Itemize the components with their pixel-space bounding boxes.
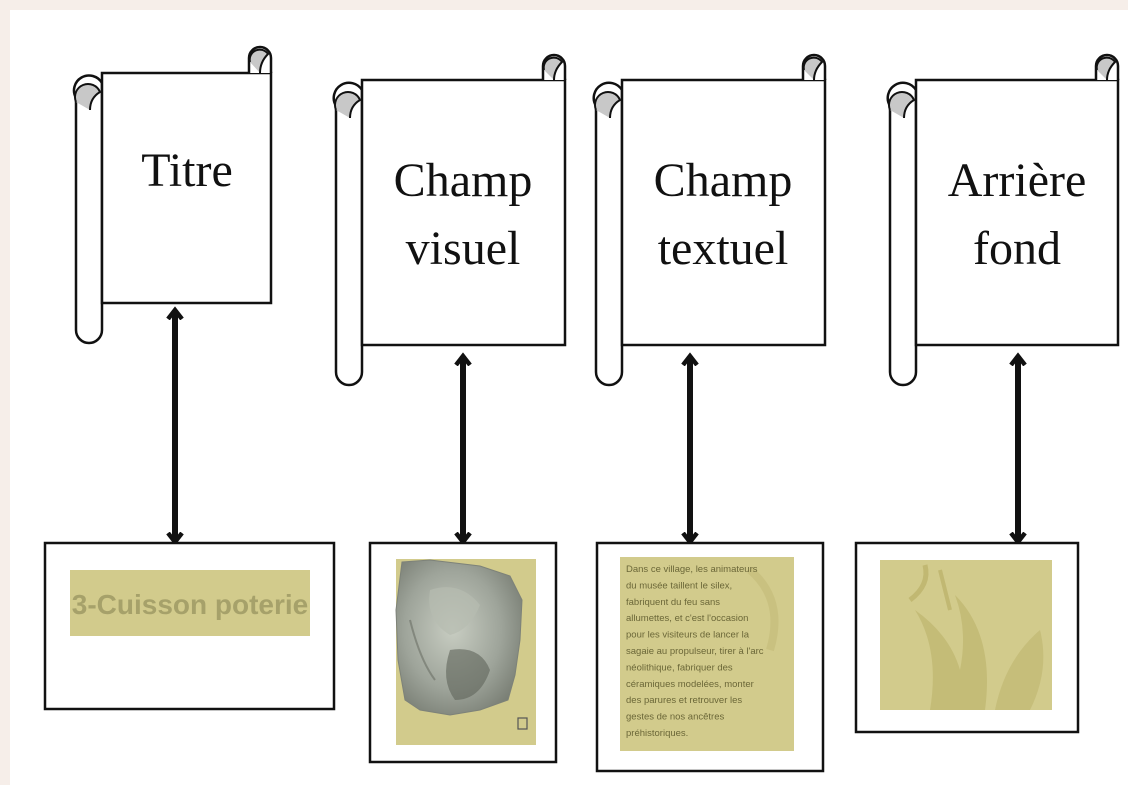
scroll-titre: Titre [72,45,273,345]
concept-label-line1: Arrière [948,154,1087,207]
scroll-arriere-fond: Arrière fond [886,53,1120,387]
example-paragraph: Dans ce village, les animateurs du musée … [626,564,764,739]
example-text-box: Dans ce village, les animateurs du musée … [595,541,825,773]
scroll-champ-visuel: Champ visuel [332,53,567,387]
paragraph-line: des parures et retrouver les [626,695,742,706]
paragraph-line: sagaie au propulseur, tirer à l'arc [626,646,764,657]
concept-label-line1: Champ [394,154,533,207]
stone-artifact-image [395,559,523,716]
concept-label-line1: Champ [654,154,793,207]
paragraph-line: fabriquent du feu sans [626,597,720,608]
example-title-text: 3-Cuisson poterie [72,589,308,620]
paragraph-line: Dans ce village, les animateurs [626,564,758,575]
concept-label-line2: visuel [406,222,521,275]
example-background-box [854,541,1080,734]
small-square-icon [517,717,528,730]
concept-label: Titre [141,144,233,197]
leaf-ornament [908,564,1044,710]
diagram-canvas: Titre Champ visuel Champ textuel Arrière… [10,10,1128,785]
example-title-box: 3-Cuisson poterie [43,541,336,711]
title-banner [70,570,310,636]
paragraph-line: gestes de nos ancêtres [626,712,724,723]
concept-label-line2: fond [973,222,1061,275]
paragraph-line: néolithique, fabriquer des [626,662,733,673]
paragraph-line: du musée taillent le silex, [626,580,732,591]
paragraph-line: pour les visiteurs de lancer la [626,630,750,641]
paragraph-line: allumettes, et c'est l'occasion [626,613,748,624]
example-visual-box [368,541,558,764]
concept-label-line2: textuel [658,222,789,275]
paragraph-line: préhistoriques. [626,728,688,739]
paragraph-line: céramiques modelées, monter [626,679,754,690]
scroll-champ-textuel: Champ textuel [592,53,827,387]
